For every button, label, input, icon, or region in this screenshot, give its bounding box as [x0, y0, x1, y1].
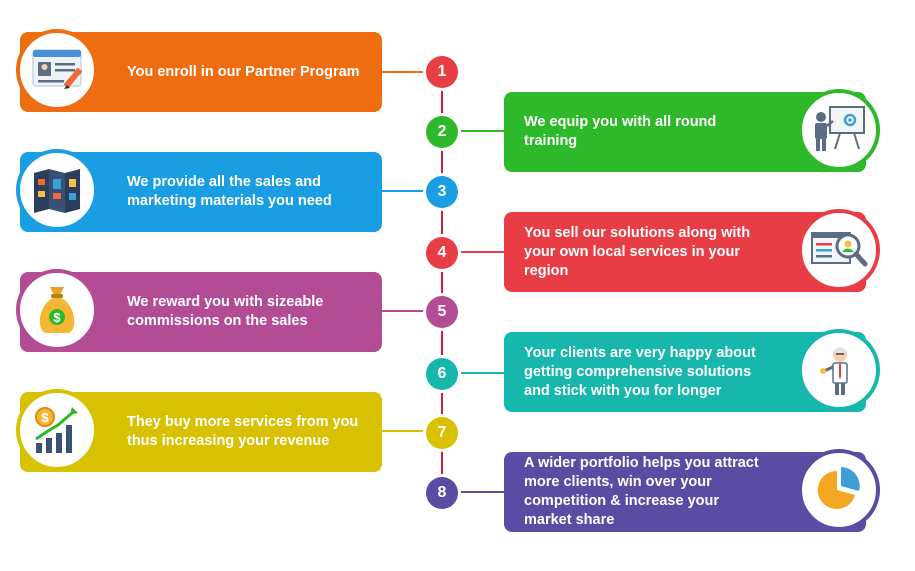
connector-8	[458, 491, 504, 493]
market-analysis-icon	[798, 209, 880, 291]
connector-6	[458, 372, 504, 374]
market-share-pie-icon	[798, 449, 880, 531]
step-number-8: 8	[426, 477, 458, 509]
step-card-3: We provide all the sales and marketing m…	[16, 149, 382, 232]
step-text-4: You sell our solutions along with your o…	[524, 224, 751, 279]
step-text-3: We provide all the sales and marketing m…	[127, 174, 332, 209]
application-form-icon	[16, 29, 98, 111]
step-number-4: 4	[426, 237, 458, 269]
step-text-2: We equip you with all round training	[524, 114, 717, 149]
step-number-7: 7	[426, 417, 458, 449]
step-number-1: 1	[426, 56, 458, 88]
step-card-1: You enroll in our Partner Program	[16, 29, 382, 112]
brochure-icon	[16, 149, 98, 231]
step-number-2: 2	[426, 116, 458, 148]
svg-text:$: $	[41, 410, 49, 425]
connector-1	[382, 71, 428, 73]
step-card-7: They buy more services from you thus inc…	[16, 389, 382, 472]
step-text-6: Your clients are very happy about gettin…	[524, 344, 756, 399]
step-card-4: You sell our solutions along with your o…	[504, 209, 880, 292]
step-card-8: A wider portfolio helps you attract more…	[504, 449, 880, 532]
revenue-growth-icon: $	[16, 389, 98, 471]
step-card-2: We equip you with all round training	[504, 89, 880, 172]
svg-text:$: $	[53, 310, 61, 325]
step-text-5: We reward you with sizeable commissions …	[127, 294, 324, 329]
connector-4	[458, 251, 504, 253]
money-bag-icon: $	[16, 269, 98, 351]
step-text-7: They buy more services from you thus inc…	[127, 414, 359, 449]
step-number-3: 3	[426, 176, 458, 208]
step-card-6: Your clients are very happy about gettin…	[504, 329, 880, 412]
training-presentation-icon	[798, 89, 880, 171]
step-number-5: 5	[426, 296, 458, 328]
happy-client-icon	[798, 329, 880, 411]
step-text-1: You enroll in our Partner Program	[127, 63, 360, 80]
connector-5	[382, 310, 428, 312]
connector-3	[382, 190, 428, 192]
connector-2	[458, 130, 504, 132]
timeline-line	[441, 72, 443, 492]
connector-7	[382, 430, 428, 432]
step-text-8: A wider portfolio helps you attract more…	[524, 455, 759, 528]
step-number-6: 6	[426, 358, 458, 390]
step-card-5: We reward you with sizeable commissions …	[16, 269, 382, 352]
